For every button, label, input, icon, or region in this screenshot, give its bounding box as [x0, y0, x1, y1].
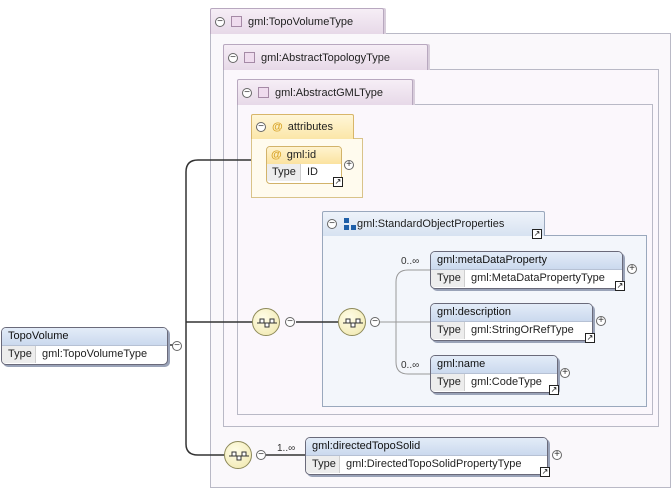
cardinality-label: 1..∞: [277, 443, 296, 454]
element-description[interactable]: gml:description Type gml:StringOrRefType: [430, 303, 593, 341]
abstract-gml-type-tab[interactable]: − gml:AbstractGMLType: [237, 79, 413, 105]
type-value: ID: [307, 166, 318, 178]
attribute-icon: @: [271, 149, 282, 161]
type-link-icon[interactable]: ↗: [549, 385, 559, 395]
collapse-icon[interactable]: −: [327, 219, 337, 229]
collapse-icon[interactable]: −: [172, 341, 182, 351]
element-directed-topo-solid[interactable]: gml:directedTopoSolid Type gml:DirectedTo…: [305, 437, 548, 475]
type-label: gml:AbstractGMLType: [275, 86, 383, 99]
type-key: Type: [431, 270, 465, 287]
group-label: gml:StandardObjectProperties: [357, 218, 505, 230]
attribute-name: gml:id: [286, 149, 317, 161]
element-name: gml:name: [431, 356, 557, 374]
type-value: gml:MetaDataPropertyType: [471, 272, 605, 284]
complex-type-icon: [258, 87, 269, 98]
type-value: gml:TopoVolumeType: [42, 348, 148, 360]
type-link-icon[interactable]: ↗: [540, 467, 550, 477]
collapse-icon[interactable]: −: [256, 450, 266, 460]
expand-icon[interactable]: +: [560, 368, 570, 378]
topo-volume-type-tab[interactable]: − gml:TopoVolumeType: [210, 8, 384, 34]
collapse-icon[interactable]: −: [285, 317, 295, 327]
collapse-icon[interactable]: −: [242, 87, 252, 98]
root-element-topo-volume[interactable]: TopoVolume Type gml:TopoVolumeType: [1, 327, 168, 365]
expand-icon[interactable]: +: [344, 160, 354, 170]
type-value: gml:CodeType: [471, 376, 542, 388]
type-value: gml:DirectedTopoSolidPropertyType: [346, 458, 522, 470]
abstract-topology-type-tab[interactable]: − gml:AbstractTopologyType: [223, 44, 428, 70]
type-value: gml:StringOrRefType: [471, 324, 574, 336]
type-label: gml:TopoVolumeType: [248, 15, 354, 28]
expand-icon[interactable]: +: [596, 316, 606, 326]
attributes-label: attributes: [287, 121, 333, 133]
attributes-tab[interactable]: − @ attributes: [251, 114, 354, 139]
collapse-icon[interactable]: −: [215, 16, 225, 27]
element-meta-data-property[interactable]: gml:metaDataProperty Type gml:MetaDataPro…: [430, 251, 623, 289]
group-link-icon[interactable]: ↗: [532, 229, 542, 239]
type-key: Type: [267, 164, 301, 181]
cardinality-label: 0..∞: [401, 256, 420, 267]
collapse-icon[interactable]: −: [370, 317, 380, 327]
collapse-icon[interactable]: −: [228, 52, 238, 63]
type-link-icon[interactable]: ↗: [615, 281, 625, 291]
element-name: TopoVolume: [2, 328, 167, 346]
type-key: Type: [431, 374, 465, 391]
expand-icon[interactable]: +: [552, 450, 562, 460]
sequence-compositor-icon[interactable]: [252, 308, 280, 336]
element-name: gml:metaDataProperty: [431, 252, 622, 270]
element-name-gml[interactable]: gml:name Type gml:CodeType: [430, 355, 558, 393]
complex-type-icon: [231, 16, 242, 27]
type-key: Type: [431, 322, 465, 339]
cardinality-label: 0..∞: [401, 360, 420, 371]
attribute-gml-id[interactable]: @ gml:id Type ID: [266, 146, 342, 184]
sequence-compositor-icon[interactable]: [338, 308, 366, 336]
group-icon: [344, 218, 356, 230]
type-label: gml:AbstractTopologyType: [261, 51, 391, 64]
expand-icon[interactable]: +: [627, 264, 637, 274]
sequence-compositor-icon[interactable]: [224, 441, 252, 469]
standard-object-properties-tab[interactable]: − gml:StandardObjectProperties: [322, 211, 545, 236]
type-link-icon[interactable]: ↗: [585, 333, 595, 343]
element-name: gml:description: [431, 304, 592, 322]
attribute-icon: @: [272, 121, 283, 133]
type-link-icon[interactable]: ↗: [333, 177, 343, 187]
type-key: Type: [2, 346, 36, 363]
type-key: Type: [306, 456, 340, 473]
complex-type-icon: [244, 52, 255, 63]
element-name: gml:directedTopoSolid: [306, 438, 547, 456]
collapse-icon[interactable]: −: [256, 122, 266, 132]
